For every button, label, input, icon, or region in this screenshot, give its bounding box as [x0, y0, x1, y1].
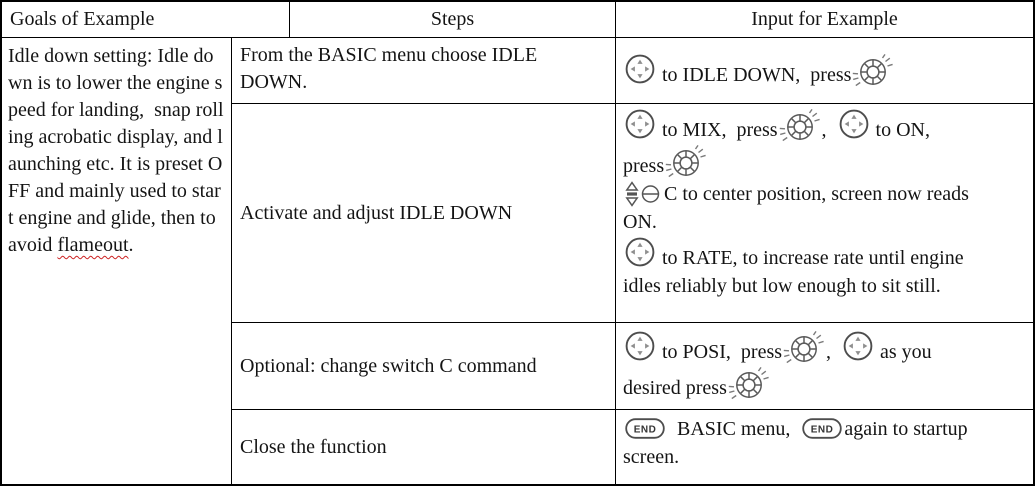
step-2-text: Activate and adjust IDLE DOWN [240, 201, 513, 224]
cursor-dpad-icon [838, 108, 870, 140]
step-cell-4: Close the function [232, 410, 616, 484]
step-3-text: Optional: change switch C command [240, 354, 537, 377]
step-1-text: From the BASIC menu choose IDLE DOWN. [240, 44, 538, 93]
step-4-text: Close the function [240, 435, 387, 458]
svg-text:END: END [811, 425, 834, 436]
input-cell-4: END BASIC menu, END again to startup scree… [616, 410, 1033, 484]
header-goals-cell: Goals of Example [2, 2, 290, 38]
cursor-dpad-icon [624, 108, 656, 140]
input-cell-3: to POSI, press, as you desired press [616, 323, 1033, 410]
input-text: , [821, 119, 837, 141]
step-cell-3: Optional: change switch C command [232, 323, 616, 410]
input-text: to ON, [870, 119, 930, 141]
header-goals-label: Goals of Example [10, 8, 155, 30]
step-cell-2: Activate and adjust IDLE DOWN [232, 104, 616, 323]
input-instruction-line: to MIX, press, to ON, press [623, 108, 1026, 180]
input-cell-1: to IDLE DOWN, press [616, 38, 1033, 104]
input-text: to IDLE DOWN, press [657, 63, 852, 86]
input-text: C to center position, screen now reads [664, 183, 969, 205]
dial-knob-press-icon [779, 108, 821, 144]
input-text: to POSI, press [657, 341, 783, 363]
input-cell-2: to MIX, press, to ON, press C to center po… [616, 104, 1033, 323]
input-text: , [826, 341, 842, 363]
input-text: ON. [623, 211, 657, 233]
dial-knob-press-icon [783, 330, 825, 366]
cursor-dpad-icon [624, 330, 656, 362]
input-text: press [623, 155, 665, 177]
input-instruction-line: END BASIC menu, END again to startup scree… [623, 415, 1026, 471]
input-text: BASIC menu, [667, 418, 801, 440]
input-instruction-line: to POSI, press, as you desired press [623, 330, 1026, 402]
input-text: again to startup [844, 418, 968, 440]
input-text: to MIX, press [657, 119, 778, 141]
goals-text-period: . [128, 234, 134, 256]
input-text: idles reliably but low enough to sit sti… [623, 275, 941, 297]
header-input-cell: Input for Example [616, 2, 1033, 38]
input-text: as you [875, 341, 932, 363]
input-text: desired press [623, 377, 727, 399]
switch-c-toggle-icon [623, 181, 663, 207]
input-instruction-line: to RATE, to increase rate until engine id… [623, 236, 1026, 300]
svg-text:END: END [634, 425, 657, 436]
dial-knob-press-icon [665, 144, 707, 180]
dial-knob-press-icon [728, 366, 770, 402]
header-steps-cell: Steps [290, 2, 616, 38]
header-steps-label: Steps [430, 8, 475, 30]
goals-text: Idle down setting: Idle down is to lower… [8, 45, 224, 256]
input-text: screen. [623, 446, 680, 468]
misspelled-word: flameout [57, 234, 129, 256]
dial-knob-press-icon [852, 53, 894, 89]
end-button-icon: END [625, 418, 665, 439]
cursor-dpad-icon [842, 330, 874, 362]
input-instruction-line: to IDLE DOWN, press [623, 53, 1026, 89]
input-text: to RATE, to increase rate until engine [657, 247, 964, 269]
cursor-dpad-icon [624, 53, 656, 85]
cursor-dpad-icon [624, 236, 656, 268]
end-button-icon: END [802, 418, 843, 439]
step-cell-1: From the BASIC menu choose IDLE DOWN. [232, 38, 616, 104]
goals-description-cell: Idle down setting: Idle down is to lower… [2, 38, 232, 484]
header-input-label: Input for Example [751, 8, 898, 30]
